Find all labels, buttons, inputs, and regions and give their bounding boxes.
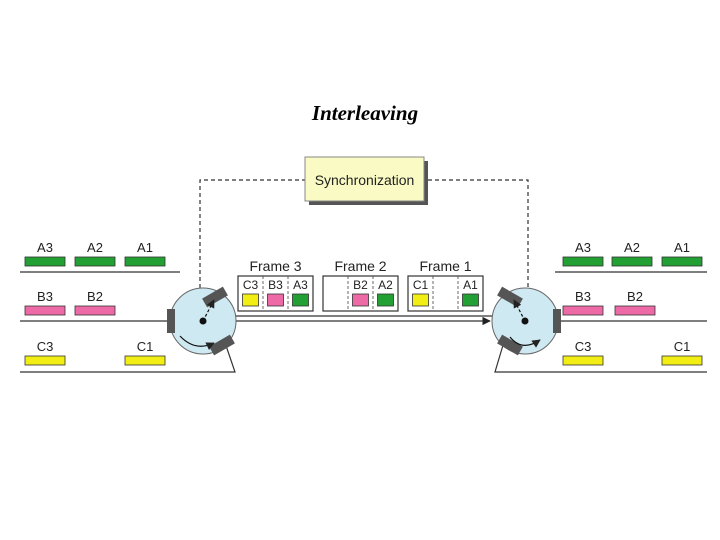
input-unit: C3 bbox=[24, 339, 66, 366]
input-unit-label: A1 bbox=[137, 240, 153, 255]
page-title: Interleaving bbox=[311, 101, 419, 125]
output-unit: C1 bbox=[661, 339, 703, 366]
slot-label: B2 bbox=[353, 278, 368, 292]
slot-label: C1 bbox=[413, 278, 429, 292]
slot-label: A3 bbox=[293, 278, 308, 292]
synchronization-box: Synchronization bbox=[304, 156, 428, 205]
output-unit-label: C3 bbox=[575, 339, 592, 354]
input-unit-label: B3 bbox=[37, 289, 53, 304]
slot-block bbox=[377, 293, 394, 307]
frame-label: Frame 2 bbox=[334, 258, 386, 274]
multiplexer-arm bbox=[202, 299, 215, 322]
input-unit-label: B2 bbox=[87, 289, 103, 304]
slot-block bbox=[352, 293, 369, 307]
multiplexer-rotation-arrow bbox=[179, 335, 215, 351]
output-unit-label: C1 bbox=[674, 339, 691, 354]
input-unit: A1 bbox=[124, 240, 166, 267]
slot-block bbox=[462, 293, 479, 307]
input-unit-label: C3 bbox=[37, 339, 54, 354]
output-unit: B3 bbox=[562, 289, 604, 316]
multiplexer-contact-b bbox=[167, 309, 175, 333]
frame: Frame 3 C3 B3 A3 bbox=[237, 258, 314, 312]
frame-label: Frame 3 bbox=[249, 258, 301, 274]
output-unit-label: B3 bbox=[575, 289, 591, 304]
input-unit-label: A2 bbox=[87, 240, 103, 255]
slot-label: A2 bbox=[378, 278, 393, 292]
demultiplexer-switch bbox=[491, 286, 561, 356]
sync-dashed-line bbox=[199, 179, 529, 316]
slot-label: B3 bbox=[268, 278, 283, 292]
output-unit: C3 bbox=[562, 339, 604, 366]
demultiplexer-rotation-arrow bbox=[509, 336, 541, 348]
slot-label: A1 bbox=[463, 278, 478, 292]
synchronization-label: Synchronization bbox=[315, 172, 415, 188]
input-unit: C1 bbox=[124, 339, 166, 366]
slot-block bbox=[267, 293, 284, 307]
demultiplexer-contact-b bbox=[553, 309, 561, 333]
output-unit-label: A1 bbox=[674, 240, 690, 255]
frame: Frame 2 B2 A2 bbox=[322, 258, 399, 312]
output-unit: A2 bbox=[611, 240, 653, 267]
frame-label: Frame 1 bbox=[419, 258, 471, 274]
slot-block bbox=[412, 293, 429, 307]
output-unit: A1 bbox=[661, 240, 703, 267]
frames: Frame 3 C3 B3 A3 Frame 2 B2 A2 Frame 1 C1 A1 bbox=[237, 258, 484, 312]
frame: Frame 1 C1 A1 bbox=[407, 258, 484, 312]
demultiplexer-arm bbox=[513, 299, 526, 322]
input-unit: B2 bbox=[74, 289, 116, 316]
slot-block bbox=[292, 293, 309, 307]
input-unit: A2 bbox=[74, 240, 116, 267]
output-unit-label: B2 bbox=[627, 289, 643, 304]
slot-label: C3 bbox=[243, 278, 259, 292]
input-unit: B3 bbox=[24, 289, 66, 316]
multiplexer-switch bbox=[167, 286, 237, 356]
demultiplexer-contact-c bbox=[497, 334, 523, 356]
slot-block bbox=[242, 293, 259, 307]
output-unit: A3 bbox=[562, 240, 604, 267]
input-unit: A3 bbox=[24, 240, 66, 267]
input-unit-label: A3 bbox=[37, 240, 53, 255]
input-unit-label: C1 bbox=[137, 339, 154, 354]
output-unit-label: A2 bbox=[624, 240, 640, 255]
multiplexer-contact-c bbox=[209, 334, 235, 356]
output-unit-label: A3 bbox=[575, 240, 591, 255]
output-unit: B2 bbox=[614, 289, 656, 316]
